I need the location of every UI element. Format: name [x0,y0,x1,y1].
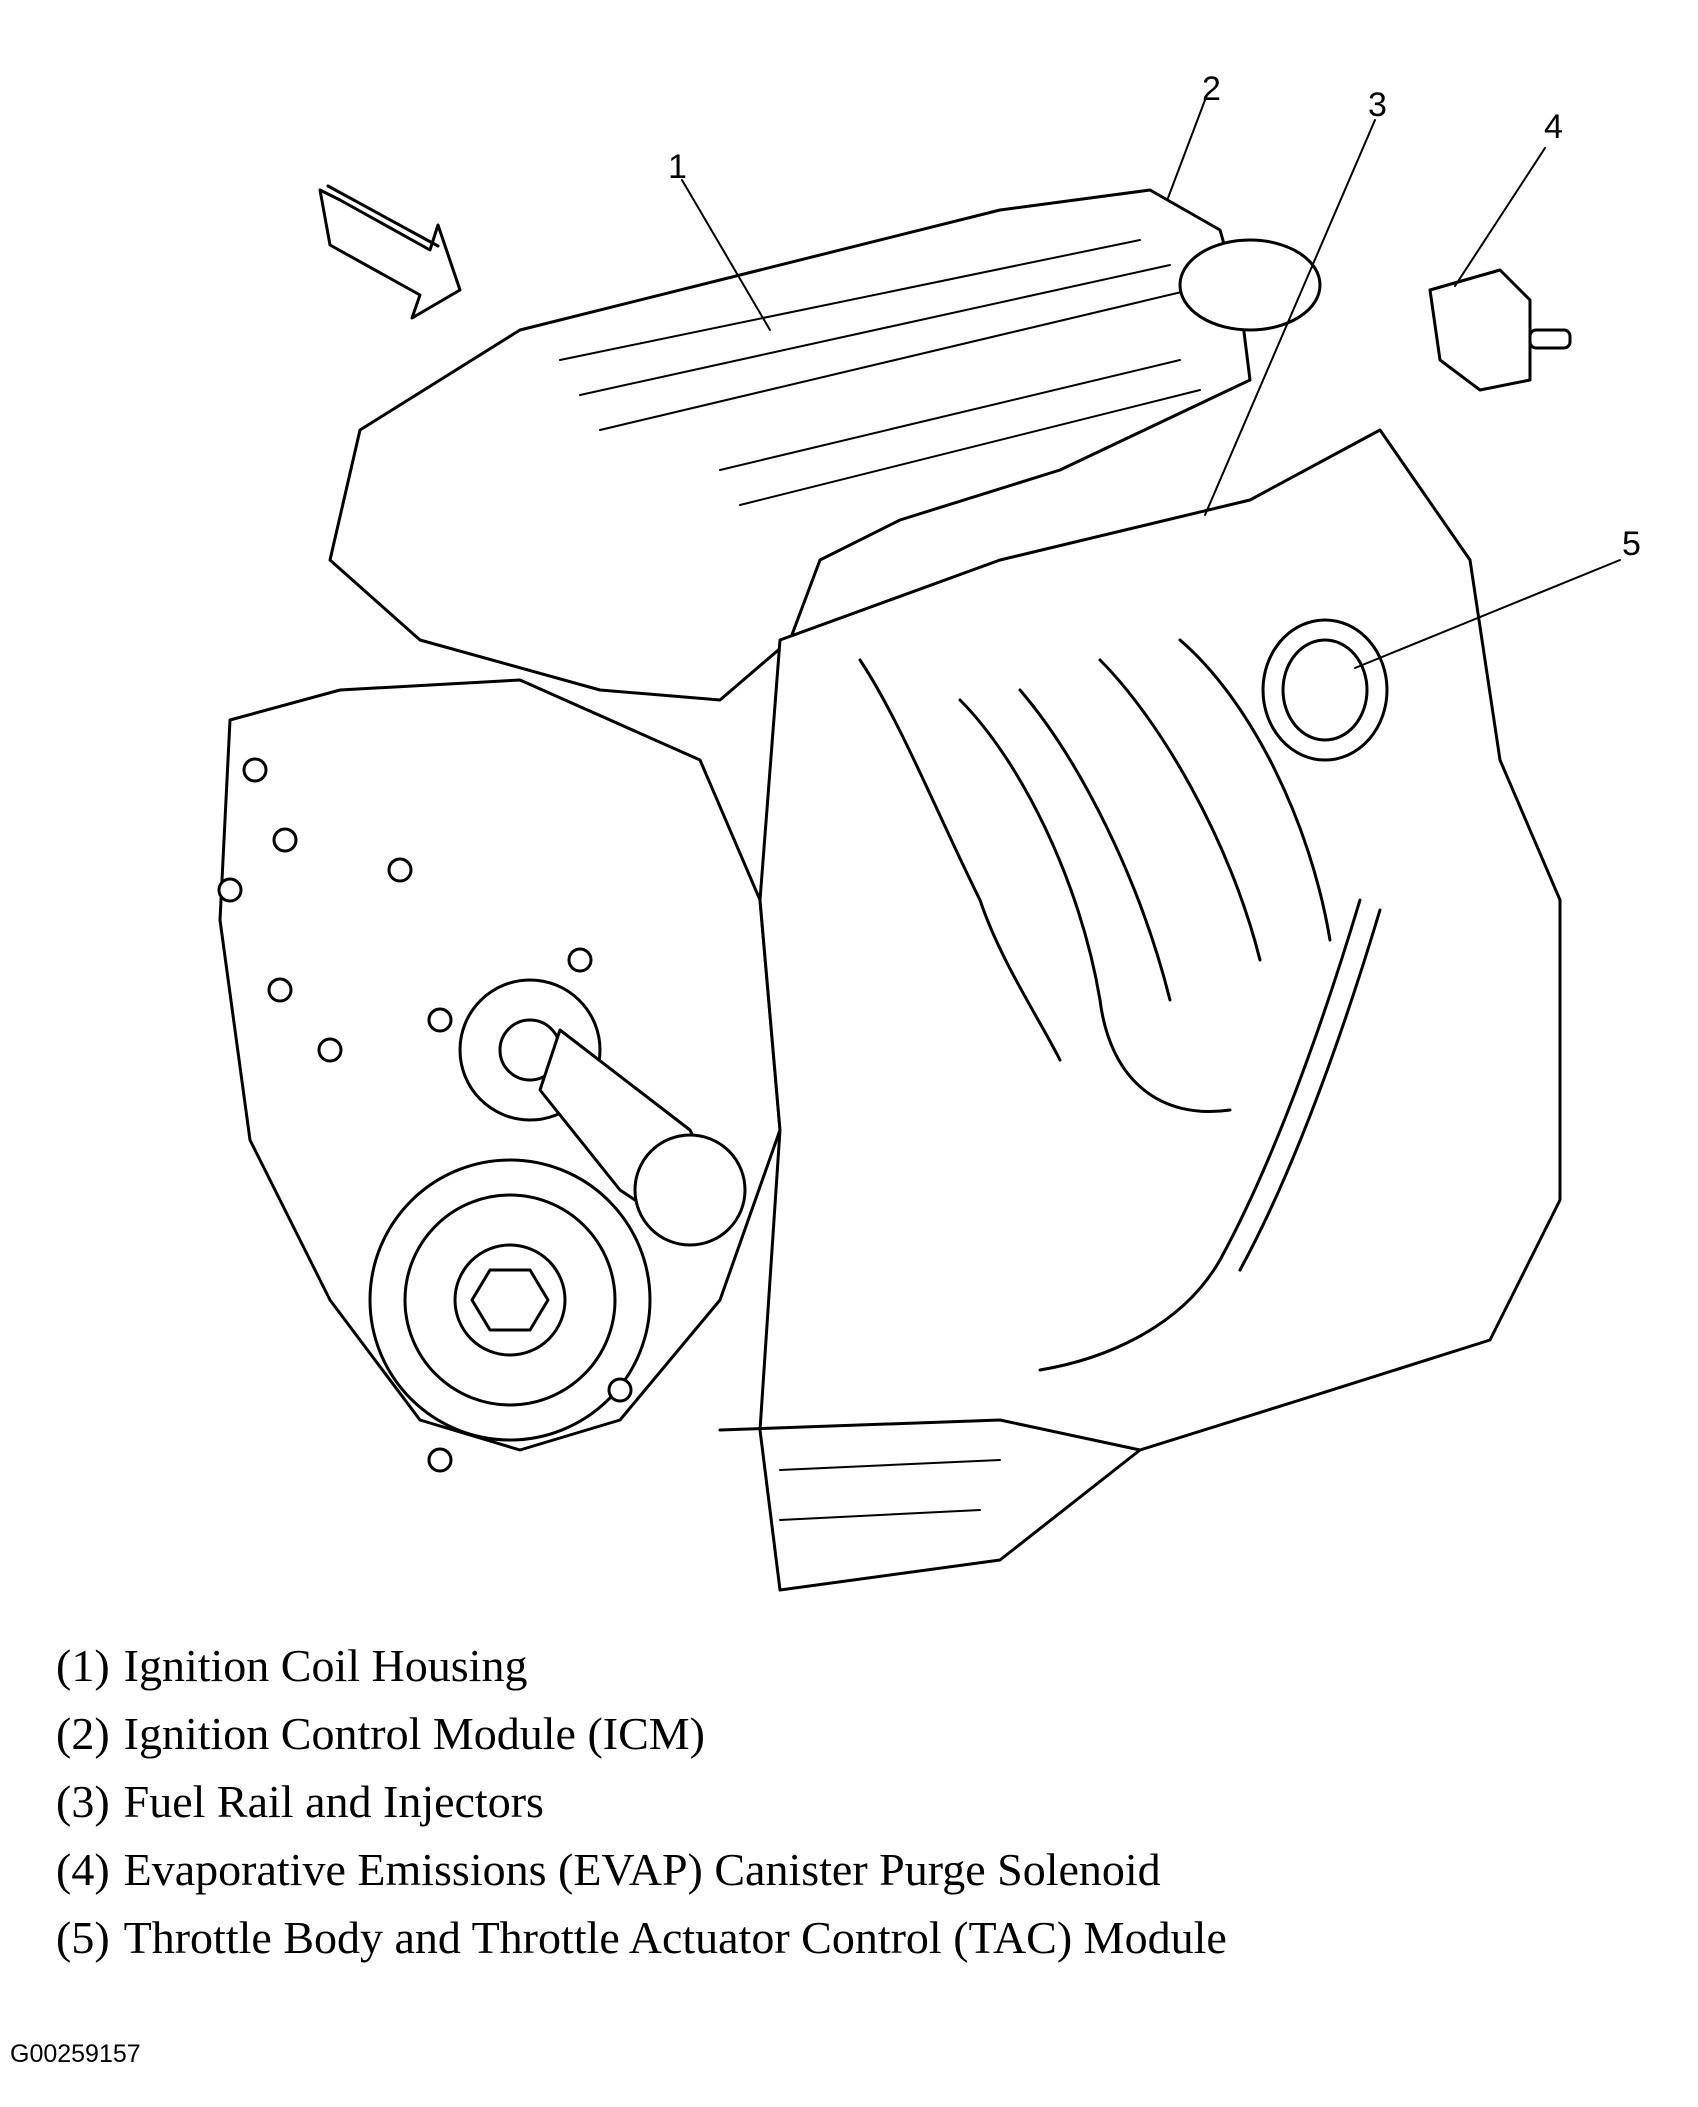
legend-number: (5) [56,1912,110,1963]
legend-text: Fuel Rail and Injectors [123,1776,544,1827]
evap-solenoid-shape [1428,268,1572,392]
legend-item-2: (2) Ignition Control Module (ICM) [56,1700,1656,1768]
legend-item-1: (1) Ignition Coil Housing [56,1632,1656,1700]
legend-text: Ignition Control Module (ICM) [123,1708,705,1759]
legend-number: (3) [56,1776,110,1827]
view-direction-arrow-icon [318,184,462,320]
callout-leaders [681,99,1621,669]
legend-item-5: (5) Throttle Body and Throttle Actuator C… [56,1904,1656,1972]
legend-text: Ignition Coil Housing [123,1640,528,1691]
legend-text: Evaporative Emissions (EVAP) Canister Pu… [123,1844,1161,1895]
figure-id: G00259157 [10,2040,141,2068]
legend-number: (2) [56,1708,110,1759]
callout-3: 3 [1368,86,1387,124]
legend-item-3: (3) Fuel Rail and Injectors [56,1768,1656,1836]
parts-legend: (1) Ignition Coil Housing (2) Ignition Con… [56,1632,1656,1972]
legend-number: (4) [56,1844,110,1895]
callout-2: 2 [1202,70,1221,108]
callout-1: 1 [668,148,687,186]
callout-5: 5 [1622,525,1641,563]
legend-item-4: (4) Evaporative Emissions (EVAP) Canister… [56,1836,1656,1904]
legend-text: Throttle Body and Throttle Actuator Cont… [123,1912,1227,1963]
legend-number: (1) [56,1640,110,1691]
engine-illustration [217,188,1572,1592]
callout-4: 4 [1544,108,1563,146]
engine-diagram: 1 2 3 4 5 [217,70,1641,1592]
throttle-body-shape [1261,618,1389,762]
